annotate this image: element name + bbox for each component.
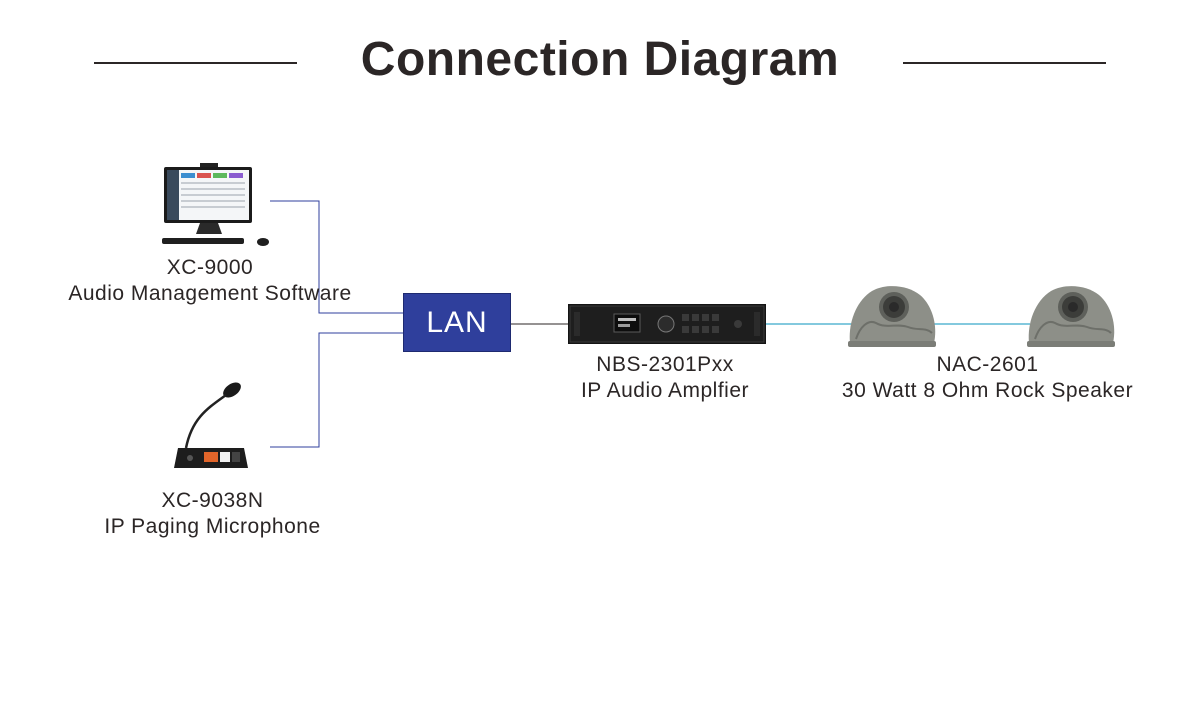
rock-speaker-icon xyxy=(1025,283,1117,349)
mic-to-lan-wire xyxy=(270,332,403,448)
amp-caption: NBS-2301Pxx IP Audio Amplfier xyxy=(540,352,790,404)
amp-description: IP Audio Amplfier xyxy=(580,379,750,402)
rock-speaker-icon xyxy=(846,283,938,349)
pc-description: Audio Management Software xyxy=(68,282,352,305)
title-rule-left xyxy=(94,62,297,64)
lan-hub: LAN xyxy=(403,293,511,352)
mic-description: IP Paging Microphone xyxy=(104,515,321,538)
page-title: Connection Diagram xyxy=(360,33,840,86)
speaker-description: 30 Watt 8 Ohm Rock Speaker xyxy=(841,379,1134,402)
pc-caption: XC-9000 Audio Management Software xyxy=(40,255,380,307)
speaker-caption: NAC-2601 30 Watt 8 Ohm Rock Speaker xyxy=(815,352,1160,404)
paging-microphone-icon xyxy=(170,378,252,476)
amp-model: NBS-2301Pxx xyxy=(596,353,734,376)
lan-label: LAN xyxy=(426,305,488,339)
pc-model: XC-9000 xyxy=(166,256,254,279)
pc-to-lan-wire xyxy=(270,200,403,314)
rack-amplifier-icon xyxy=(568,304,766,344)
speaker-model: NAC-2601 xyxy=(936,353,1039,376)
mic-model: XC-9038N xyxy=(161,489,264,512)
mic-caption: XC-9038N IP Paging Microphone xyxy=(60,488,365,540)
desktop-computer-icon xyxy=(158,160,273,250)
title-rule-right xyxy=(903,62,1106,64)
